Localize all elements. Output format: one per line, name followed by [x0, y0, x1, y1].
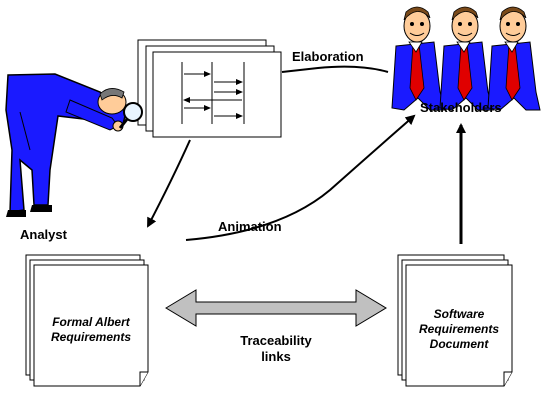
software-requirements-doc: Software Requirements Document — [397, 254, 513, 387]
albert-doc-title-line1: Formal Albert — [52, 315, 131, 329]
elaboration-label: Elaboration — [292, 49, 364, 64]
albert-requirements-doc: Formal Albert Requirements — [25, 254, 149, 387]
stakeholder-person — [487, 6, 541, 111]
software-doc-title-line1: Software — [434, 307, 485, 321]
traceability-label-line2: links — [261, 349, 291, 364]
stakeholder-person — [391, 6, 447, 111]
animation-arrow — [185, 114, 416, 241]
scenario-sheets — [137, 39, 282, 138]
software-doc-title-line2: Requirements — [419, 322, 499, 336]
stakeholder-person — [439, 6, 495, 111]
software-doc-title-line3: Document — [430, 337, 490, 351]
stakeholders-label: Stakeholders — [420, 100, 502, 115]
traceability-label-line1: Traceability — [240, 333, 312, 348]
traceability-arrow — [165, 289, 387, 327]
animation-label: Animation — [218, 219, 282, 234]
elaboration-line — [281, 65, 389, 73]
stakeholders-figure — [391, 6, 541, 111]
analyst-figure — [5, 73, 143, 217]
albert-doc-title-line2: Requirements — [51, 330, 131, 344]
derivation-arrow — [147, 139, 191, 228]
analyst-label: Analyst — [20, 227, 68, 242]
